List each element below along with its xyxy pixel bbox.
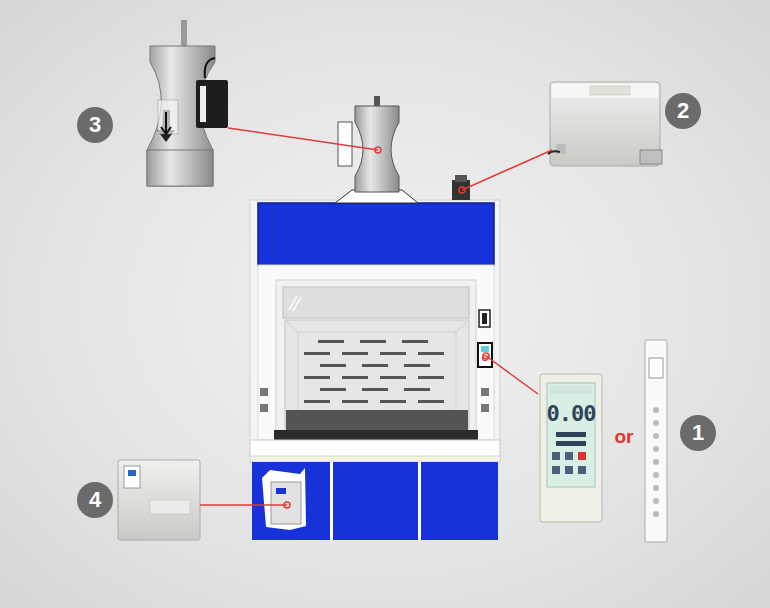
sensor-box-photo: [548, 82, 662, 166]
callout-number: 4: [89, 489, 101, 511]
alternative-word: or: [615, 427, 634, 446]
leader-lines: [200, 128, 552, 505]
display-reading: 0.00: [547, 403, 596, 425]
callout-number: 1: [692, 422, 704, 444]
duct-valve: [335, 96, 470, 203]
callout-number: 3: [89, 114, 101, 136]
power-box-photo: [118, 460, 200, 540]
fume-hood: [250, 200, 500, 540]
callout-number: 2: [677, 100, 689, 122]
airflow-valve-photo: [147, 20, 228, 186]
callout-circles: [77, 93, 716, 518]
controller-panel: [540, 340, 667, 542]
